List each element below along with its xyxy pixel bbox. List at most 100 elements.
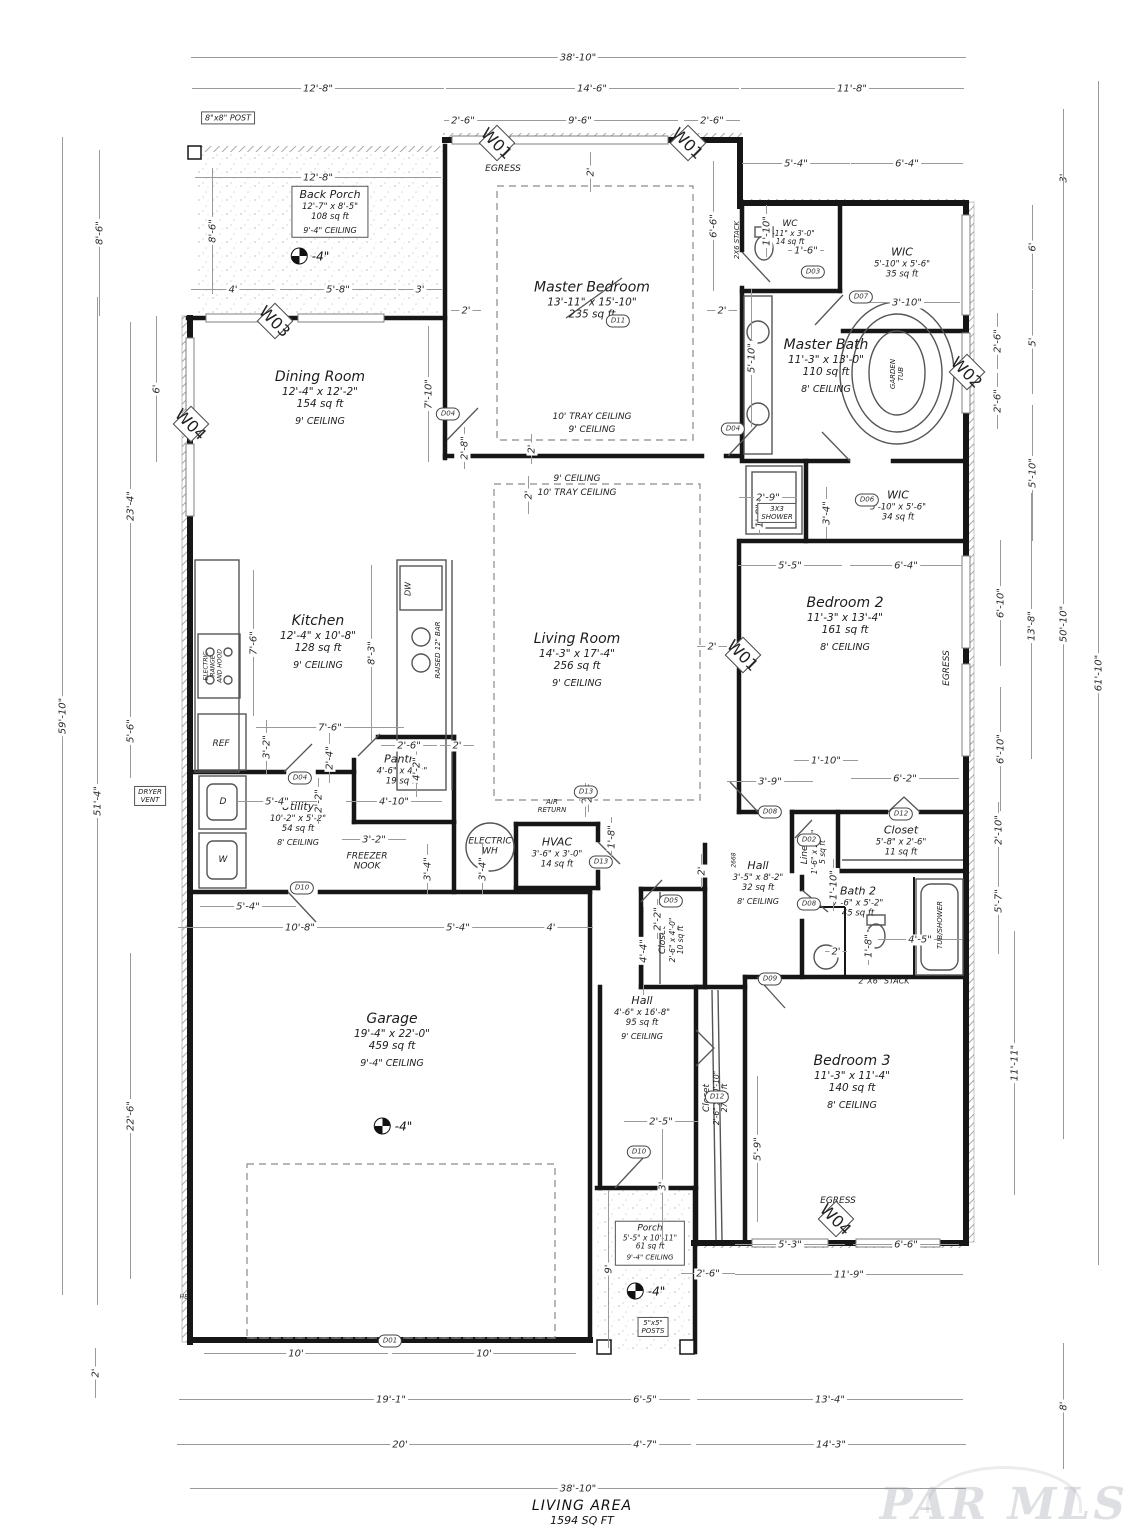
dimension-text: 7'-6" [248,629,260,657]
annotation: EGRESS [942,650,952,686]
dimension: 6' [1027,205,1039,289]
door-marker-d12: D12 [704,1090,730,1104]
room-size: 5'-8" x 2'-6" [875,837,927,848]
dimension: 5'-4" [200,901,296,913]
dimension-text: 2'-10" [993,812,1005,848]
dimension-text: 2'-5" [647,1116,675,1128]
room-size: 12'-4" x 10'-8" [280,629,356,642]
dimension: 6' [151,316,163,462]
dimension: 10' [204,1348,388,1360]
annotation-line: EGRESS [485,163,521,174]
room-size: 5'-10" x 5'-6" [873,259,931,270]
dimension: 8' [1058,1343,1070,1469]
dimension: 3' [657,1129,669,1243]
dimension: 3'-2" [342,834,406,846]
room-size: 7'-6" x 5'-2" [832,898,884,909]
annotation-line: WH [482,847,498,857]
dimension: 2' [440,740,474,752]
room-area: 459 sq ft [368,1039,416,1052]
room-name: WIC [887,488,909,502]
dimension-text: 2'-2" [652,905,664,933]
dimension-text: 5'-10" [746,340,758,376]
annotation-line: 10' TRAY CEILING [552,411,632,422]
dimension: 1'-10" [761,205,773,257]
dimension-text: 2' [526,442,538,456]
room-area: 34 sq ft [881,512,915,523]
window-marker-w01: W01 [477,123,517,163]
dimension: 8'-3" [366,565,378,741]
dimension: 2'-5" [624,1116,698,1128]
room-area: 95 sq ft [625,1017,659,1028]
dimension: 10' [392,1348,576,1360]
dimension-text: 5'-4" [444,922,472,934]
annotation: D [220,797,227,807]
dimension-text: 5'-10" [1027,455,1039,491]
annotation-line: NOOK [353,862,381,872]
dimension-text: 8' [1058,1399,1070,1413]
dimension: 14'-6" [445,83,739,95]
dimension-text: 3'-4" [422,855,434,883]
dimension-text: 2'-6" [694,1268,722,1280]
door-marker-d12: D12 [888,807,914,821]
door-marker-d13: D13 [588,855,614,869]
dimension: 2' [523,476,535,514]
dimension: 12'-8" [192,83,444,95]
dimension: 4'-2" [411,741,423,797]
annotation: TUB/SHOWER [936,901,944,949]
dimension-text: 3' [657,1179,669,1193]
annotation: EGRESS [485,164,521,174]
window-marker-label: W04 [171,404,211,444]
room-ceiling: 8' CEILING [820,642,870,654]
annotation-line: REF [212,738,230,749]
door-marker-d05: D05 [658,894,684,908]
dimension-text: 3'-4" [821,499,833,527]
dimension: 3'-4" [821,487,833,539]
window-marker-w03: W03 [255,301,294,340]
annotation-line: EGRESS [941,650,952,686]
watermark-text: PAR MLS [879,1479,1128,1530]
dimension: 1'-8" [863,927,875,965]
dimension: 1'-8" [606,817,618,857]
annotation-line: TUB/SHOWER [935,901,944,949]
dimension-text: 13'-4" [812,1394,848,1406]
dimension-text: 1'-10" [828,867,840,903]
dimension: 5'-3" [735,1239,845,1251]
dimension: 6'-4" [850,560,962,572]
dimension-text: 1'-8" [606,823,618,851]
dimension: 2' [696,854,708,888]
dimension: 3'-2" [261,720,273,774]
room-area: 256 sq ft [553,659,601,672]
annotation-line: 3X3 [770,504,784,513]
room-ceiling: 8' CEILING [827,1100,877,1112]
room-name: Closet [883,823,919,837]
dimension-text: 9' [603,1262,615,1276]
room-ceiling: 9'-4" CEILING [303,225,357,235]
dimension: 13'-4" [697,1394,963,1406]
dimension-text: 3'-2" [261,733,273,761]
dimension: 4' [191,284,275,296]
door-marker-d02: D02 [796,833,822,847]
room-ceiling: 8' CEILING [277,837,319,847]
annotation-line: 10' TRAY CEILING [537,487,617,498]
annotation-line: 2668 [730,852,738,868]
dimension-text: 11'-8" [834,83,870,95]
annotation-line: VENT [140,796,160,804]
dimension-text: 4'-5" [906,934,934,946]
window-marker-label: W01 [477,123,517,163]
dimension: 12'-8" [195,172,441,184]
room-area: 14 sq ft [540,859,574,870]
room-ceiling: 9' CEILING [621,1031,663,1041]
elevation-marker: -4" [290,247,329,265]
dimension-text: 2' [585,165,597,179]
dimension-text: 2' [90,1366,102,1380]
dimension-text: 4'-7" [631,1439,659,1451]
dimension-text: 10'-8" [282,922,318,934]
